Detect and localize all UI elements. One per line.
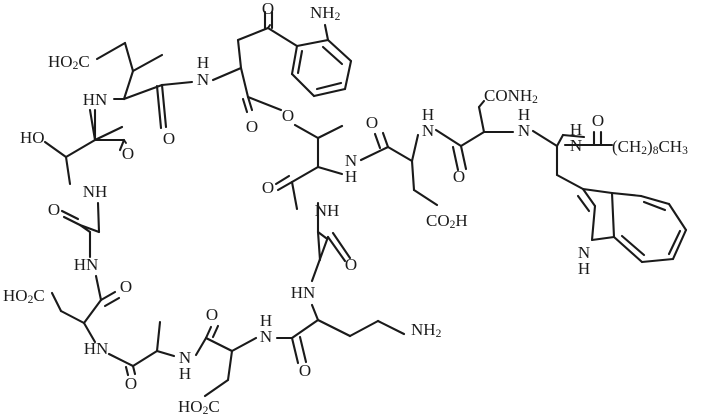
label-h-ala-asp: H bbox=[179, 364, 191, 383]
label-n-indole: N bbox=[578, 243, 590, 262]
label-o-asp-bottom-carbonyl: O bbox=[206, 305, 218, 324]
bonds-threonine-ester bbox=[274, 123, 344, 211]
bonds-ornithine bbox=[275, 303, 406, 365]
label-n-ala-asp: N bbox=[179, 348, 191, 367]
label-h-asn-trp: H bbox=[518, 105, 530, 124]
label-o-gly-mid: O bbox=[345, 255, 357, 274]
bonds-indole-ring bbox=[576, 187, 688, 264]
label-nh-gly-mid: NH bbox=[315, 201, 340, 220]
label-nh-serine: NH bbox=[83, 182, 108, 201]
label-h-asp-orn: H bbox=[260, 311, 272, 330]
bonds-asp-left bbox=[50, 274, 121, 344]
bonds-kynurenine bbox=[211, 10, 299, 114]
atom-labels: HO2C HN HO NH O O N H NH2 O O O HN O HO2… bbox=[3, 0, 688, 417]
label-o-thr-carbonyl: O bbox=[262, 178, 274, 197]
bonds-asp-bottom bbox=[194, 324, 258, 398]
label-h-trp-acyl: H bbox=[570, 120, 582, 139]
label-o-acyl-carbonyl: O bbox=[592, 111, 604, 130]
label-hn-gly-left: HN bbox=[74, 255, 99, 274]
label-nh2-aniline: NH2 bbox=[310, 3, 341, 23]
label-o-asn-carbonyl: O bbox=[453, 167, 465, 186]
label-h-indole: H bbox=[578, 259, 590, 278]
label-h-amide-top: H bbox=[197, 53, 209, 72]
label-n-trp-acyl: N bbox=[570, 136, 582, 155]
label-o-ala-carbonyl: O bbox=[125, 374, 137, 393]
label-hn-ser-mglu: HN bbox=[83, 90, 108, 109]
label-nh2-ornithine: NH2 bbox=[411, 320, 442, 340]
bonds-asp-mid bbox=[359, 131, 439, 207]
label-n-thr-asp: N bbox=[345, 151, 357, 170]
bonds-gly-mid bbox=[310, 201, 352, 283]
label-h-asp-asn: H bbox=[422, 105, 434, 124]
label-o-benzoyl: O bbox=[262, 0, 274, 18]
label-h-thr-asp: H bbox=[345, 167, 357, 186]
label-co2h-asp-mid: CO2H bbox=[426, 211, 468, 231]
bonds-benzene-ring bbox=[290, 23, 353, 98]
label-ho2c-asp-bottom: HO2C bbox=[178, 397, 220, 417]
label-o-orn-carbonyl: O bbox=[299, 361, 311, 380]
label-o-ester-carbonyl: O bbox=[246, 117, 258, 136]
label-n-asn-trp: N bbox=[518, 121, 530, 140]
label-ho2c-top-left: HO2C bbox=[48, 52, 90, 72]
label-decanoyl-chain: (CH2)8CH3 bbox=[612, 137, 688, 157]
label-o-ser-carbonyl: O bbox=[122, 144, 134, 163]
bonds-top-left-mglu bbox=[95, 41, 194, 130]
bonds-asparagine bbox=[434, 99, 515, 172]
bonds-gly-left bbox=[60, 209, 101, 259]
bonds-tryptophan bbox=[531, 129, 586, 191]
label-hn-orn: HN bbox=[291, 283, 316, 302]
label-ho2c-asp-left: HO2C bbox=[3, 286, 45, 306]
label-hn-asp-ala: HN bbox=[84, 339, 109, 358]
bonds-serine bbox=[43, 108, 127, 234]
label-n-amide-top: N bbox=[197, 70, 209, 89]
label-conh2-asparagine: CONH2 bbox=[484, 86, 538, 106]
label-ho-serine: HO bbox=[20, 128, 45, 147]
label-o-gly-left: O bbox=[48, 200, 60, 219]
label-n-asp-orn: N bbox=[260, 327, 272, 346]
label-o-mglu-carbonyl: O bbox=[163, 129, 175, 148]
label-o-ester-link: O bbox=[282, 106, 294, 125]
label-o-asp-left-carbonyl: O bbox=[120, 277, 132, 296]
label-n-asp-asn: N bbox=[422, 121, 434, 140]
bonds-alanine bbox=[107, 320, 176, 377]
label-o-asp-mid-carbonyl: O bbox=[366, 113, 378, 132]
bonds-acyl-chain bbox=[563, 130, 614, 147]
